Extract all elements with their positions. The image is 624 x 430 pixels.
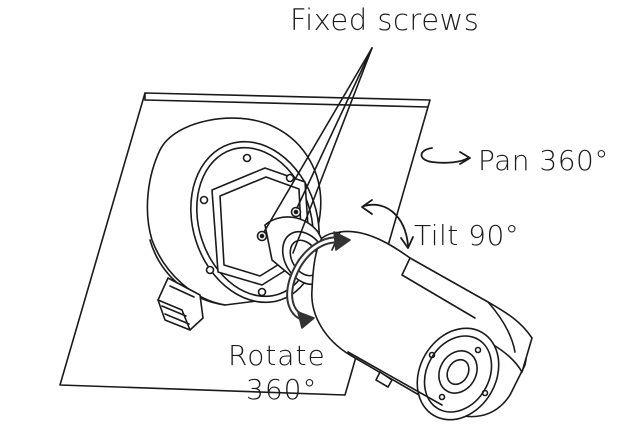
rotate-label: Rotate: [228, 339, 326, 372]
fixed-screws-leaders: [263, 47, 373, 254]
cable-gland: [157, 277, 204, 331]
tilt-arrow-icon: [361, 199, 414, 249]
fixed-screws-label: Fixed screws: [290, 3, 480, 37]
pan-label: Pan 360°: [478, 144, 609, 177]
bullet-camera-body: [311, 230, 533, 421]
rotate-arrow-icon: [286, 231, 351, 329]
tilt-label: Tilt 90°: [414, 219, 520, 252]
rotate-degrees-label: 360°: [246, 373, 318, 406]
pan-arrow-icon: [420, 147, 471, 165]
